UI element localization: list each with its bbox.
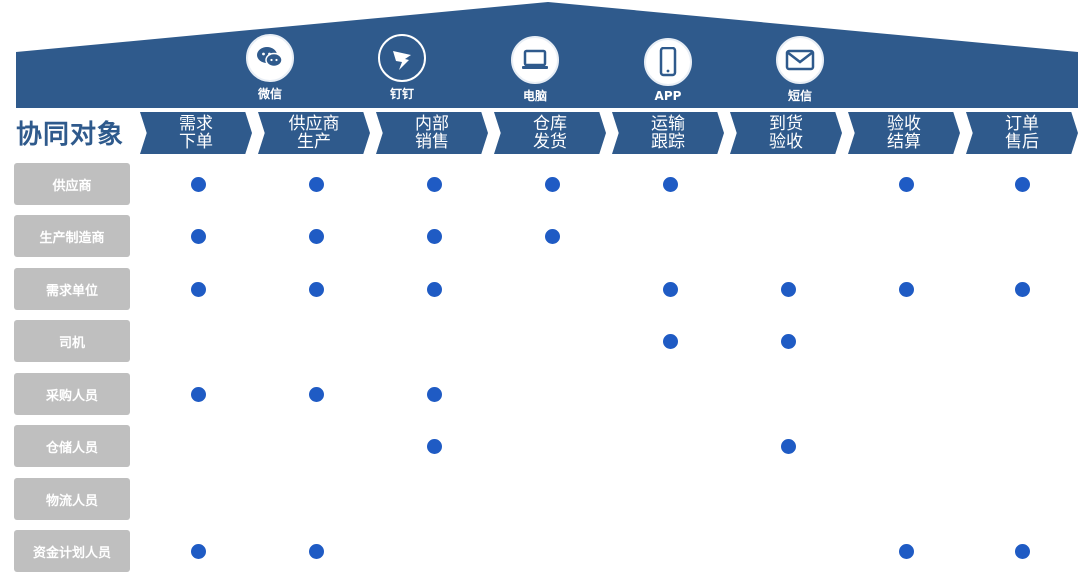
participation-dot [898, 543, 914, 559]
channel-label: 微信 [257, 87, 282, 101]
role-demand-unit: 需求单位 [14, 268, 130, 310]
wechat-icon [246, 34, 294, 82]
participation-dot [544, 176, 560, 192]
participation-dot [426, 228, 442, 244]
role-manufacturer: 生产制造商 [14, 215, 130, 257]
channel-label: 钉钉 [389, 87, 414, 101]
participation-dot [426, 438, 442, 454]
phase-1: 需求 下单 [140, 112, 252, 154]
phase-label: 仓库 发货 [533, 114, 567, 152]
participation-dot [1014, 281, 1030, 297]
role-purchaser: 采购人员 [14, 373, 130, 415]
phase-6: 到货 验收 [730, 112, 842, 154]
channel-wechat: 微信 [242, 34, 298, 102]
participation-dot [780, 333, 796, 349]
role-supplier: 供应商 [14, 163, 130, 205]
participation-dot [544, 228, 560, 244]
channel-app: APP [640, 38, 696, 103]
participation-dot [308, 543, 324, 559]
phase-2: 供应商 生产 [258, 112, 370, 154]
phase-label: 订单 售后 [1005, 114, 1039, 152]
role-driver: 司机 [14, 320, 130, 362]
participation-dot [308, 176, 324, 192]
role-logistics-staff: 物流人员 [14, 478, 130, 520]
phase-label: 需求 下单 [179, 114, 213, 152]
participation-dot [1014, 176, 1030, 192]
phase-label: 验收 结算 [887, 114, 921, 152]
role-finance-planner: 资金计划人员 [14, 530, 130, 572]
laptop-icon [511, 36, 559, 84]
participation-dot [190, 228, 206, 244]
phone-icon [644, 38, 692, 86]
participation-dot [190, 176, 206, 192]
channel-sms: 短信 [772, 36, 828, 104]
phase-label: 内部 销售 [415, 114, 449, 152]
channel-label: APP [654, 89, 682, 103]
envelope-icon [776, 36, 824, 84]
participation-dot [426, 386, 442, 402]
phase-label: 到货 验收 [769, 114, 803, 152]
participation-dot [190, 386, 206, 402]
channel-dingtalk: 钉钉 [374, 34, 430, 102]
role-warehouse-staff: 仓储人员 [14, 425, 130, 467]
phase-5: 运输 跟踪 [612, 112, 724, 154]
participation-dot [190, 543, 206, 559]
participation-dot [662, 333, 678, 349]
phase-3: 内部 销售 [376, 112, 488, 154]
participation-dot [1014, 543, 1030, 559]
channel-label: 短信 [787, 89, 812, 103]
channel-label: 电脑 [522, 89, 547, 103]
phase-7: 验收 结算 [848, 112, 960, 154]
dingtalk-icon [378, 34, 426, 82]
participation-dot [662, 176, 678, 192]
participation-dot [190, 281, 206, 297]
phase-label: 供应商 生产 [288, 114, 340, 152]
phase-8: 订单 售后 [966, 112, 1078, 154]
participation-dot [426, 281, 442, 297]
participation-dot [308, 386, 324, 402]
page-title: 协同对象 [16, 120, 125, 150]
phase-4: 仓库 发货 [494, 112, 606, 154]
participation-dot [426, 176, 442, 192]
participation-dot [898, 176, 914, 192]
phase-label: 运输 跟踪 [651, 114, 685, 152]
participation-dot [308, 228, 324, 244]
participation-dot [780, 438, 796, 454]
participation-dot [780, 281, 796, 297]
participation-dot [898, 281, 914, 297]
participation-dot [662, 281, 678, 297]
participation-dot [308, 281, 324, 297]
channel-laptop: 电脑 [507, 36, 563, 104]
